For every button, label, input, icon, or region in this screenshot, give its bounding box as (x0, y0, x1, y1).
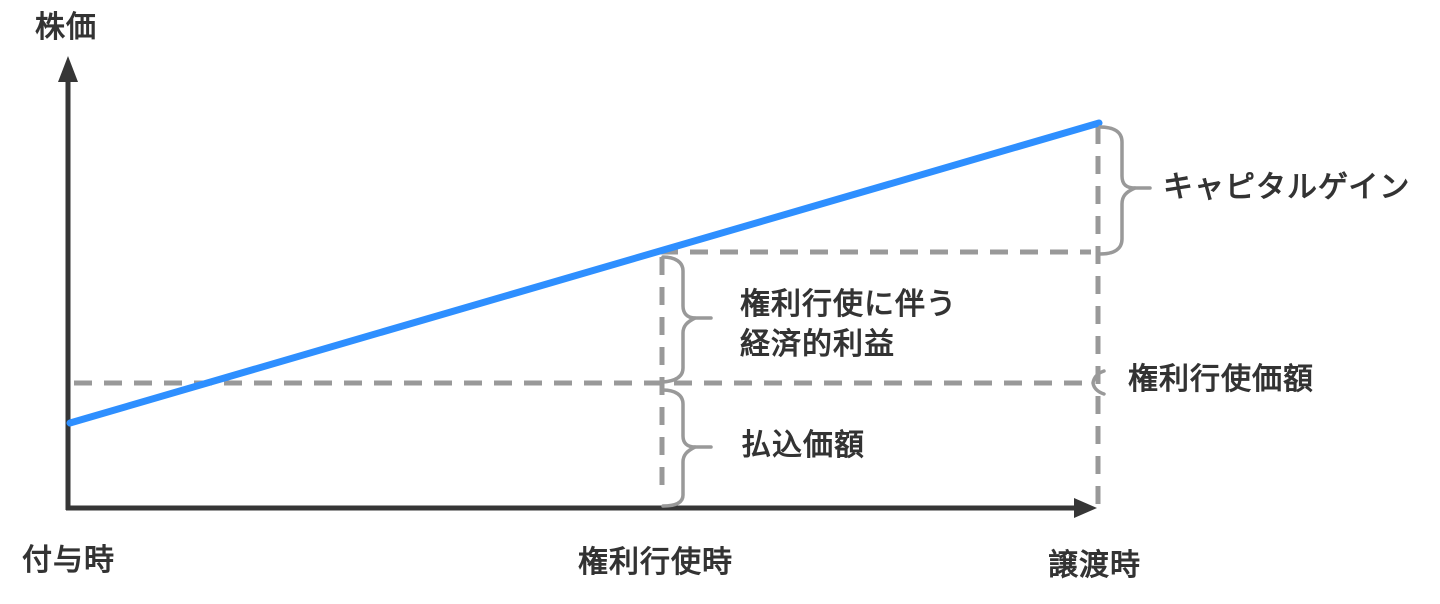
y-axis-label: 株価 (35, 11, 97, 44)
exercise-price-label: 権利行使価額 (1128, 363, 1314, 396)
x-tick-transfer-time: 譲渡時 (1048, 549, 1141, 582)
paid-in-amount-label: 払込価額 (741, 429, 865, 462)
x-tick-exercise-time: 権利行使時 (578, 546, 733, 579)
paid-in-amount-brace (661, 388, 697, 508)
capital-gain-label: キャピタルゲイン (1163, 171, 1411, 204)
exercise-benefit-brace (661, 255, 697, 384)
capital-gain-brace (1098, 125, 1137, 256)
exercise-benefit-label-line2: 経済的利益 (740, 328, 895, 361)
x-axis-arrow-icon (1074, 498, 1097, 518)
exercise-price-label-pointer (1091, 369, 1106, 396)
y-axis-arrow-icon (58, 56, 78, 82)
exercise-benefit-label: 権利行使に伴う 経済的利益 (740, 285, 957, 365)
x-tick-grant-time: 付与時 (22, 544, 115, 577)
stock-price-line (66, 119, 1103, 427)
exercise-benefit-label-line1: 権利行使に伴う (740, 288, 957, 321)
